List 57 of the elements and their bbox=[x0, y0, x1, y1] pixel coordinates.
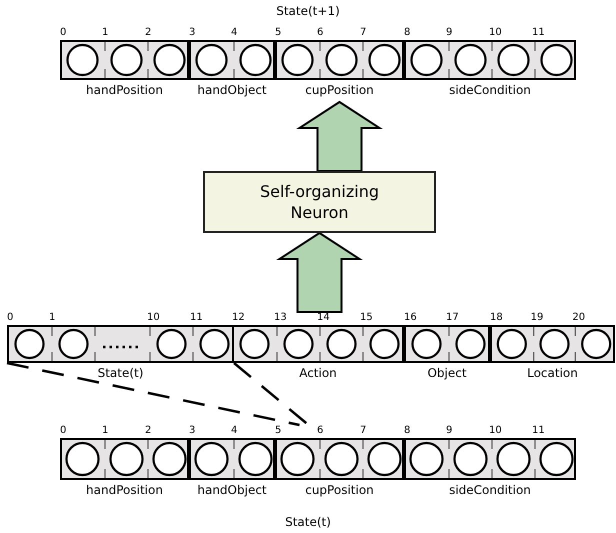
unit-index: 3 bbox=[189, 425, 196, 436]
unit-index: 5 bbox=[275, 27, 282, 38]
segment-label: Object bbox=[426, 366, 468, 380]
dashed-line bbox=[233, 362, 310, 426]
unit-index: 1 bbox=[49, 312, 56, 323]
segment-label: Location bbox=[526, 366, 579, 380]
dashed-line bbox=[6, 362, 300, 426]
segment-label: Action bbox=[298, 366, 338, 380]
unit-index: 1 bbox=[102, 425, 108, 436]
unit-index: 0 bbox=[7, 312, 14, 323]
unit-index: 12 bbox=[232, 312, 245, 323]
unit-index: 7 bbox=[360, 425, 366, 436]
unit-index: 14 bbox=[317, 312, 330, 323]
unit-index: 6 bbox=[317, 27, 324, 38]
segment-label: sideCondition bbox=[448, 83, 532, 97]
unit-index: 10 bbox=[489, 425, 502, 436]
segment-label: cupPosition bbox=[304, 483, 375, 497]
segment-label: handObject bbox=[196, 83, 268, 97]
segment-label: sideCondition bbox=[448, 483, 532, 497]
unit-index: 2 bbox=[145, 425, 152, 436]
unit-index: 9 bbox=[446, 425, 452, 436]
unit-index: 0 bbox=[60, 27, 66, 38]
unit-index: 0 bbox=[60, 425, 66, 436]
segment-label: handObject bbox=[196, 483, 268, 497]
block-arrow bbox=[276, 232, 363, 313]
unit-index: 13 bbox=[274, 312, 287, 323]
unit-index: 20 bbox=[572, 312, 586, 323]
unit-index: 19 bbox=[530, 312, 544, 323]
unit-index: 5 bbox=[275, 425, 282, 436]
unit-index: 4 bbox=[231, 27, 238, 38]
unit-index: 11 bbox=[190, 312, 203, 323]
unit-index: 6 bbox=[317, 425, 324, 436]
segment-label: handPosition bbox=[85, 83, 164, 97]
segment-label: cupPosition bbox=[304, 83, 375, 97]
unit-index: 17 bbox=[446, 312, 459, 323]
segment-label: State(t) bbox=[96, 366, 144, 380]
unit-index: 10 bbox=[489, 27, 502, 38]
state-title: State(t+1) bbox=[276, 4, 340, 18]
unit-index: 1 bbox=[102, 27, 108, 38]
unit-index: 2 bbox=[145, 27, 152, 38]
unit-index: 16 bbox=[404, 312, 417, 323]
block-arrow bbox=[296, 100, 383, 172]
unit-index: 11 bbox=[532, 27, 545, 38]
process-box bbox=[203, 171, 436, 233]
state-title: State(t) bbox=[285, 515, 331, 529]
unit-index: 8 bbox=[404, 425, 410, 436]
unit-index: 3 bbox=[189, 27, 196, 38]
unit-index: 4 bbox=[231, 425, 238, 436]
segment-label: handPosition bbox=[85, 483, 164, 497]
box-label: Self-organizing Neuron bbox=[258, 181, 380, 223]
unit-index: 11 bbox=[532, 425, 545, 436]
unit-index: 8 bbox=[404, 27, 410, 38]
unit-index: 18 bbox=[490, 312, 503, 323]
unit-index: 10 bbox=[147, 312, 160, 323]
unit-index: 15 bbox=[360, 312, 373, 323]
unit-index: 7 bbox=[360, 27, 366, 38]
unit-index: 9 bbox=[446, 27, 452, 38]
